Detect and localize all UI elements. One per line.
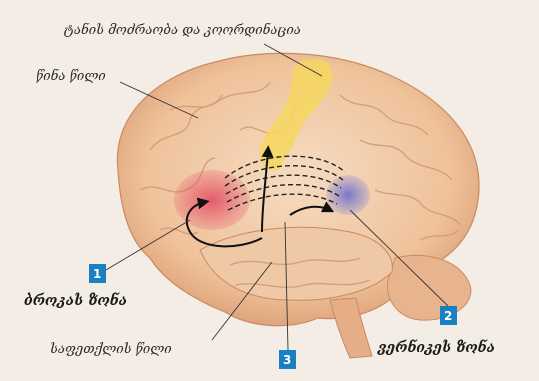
marker-broca-number: 1 (93, 267, 101, 281)
label-temporal: საფეთქლის წილი (50, 342, 172, 357)
marker-wernicke: 2 (440, 306, 457, 325)
marker-broca: 1 (89, 264, 106, 283)
label-motor: ტანის მოძრაობა და კოორდინაცია (64, 22, 301, 38)
label-frontal: წინა წილი (36, 68, 106, 84)
brain (117, 53, 479, 358)
marker-temporal: 3 (279, 350, 296, 369)
label-wernicke: ვერნიკეს ზონა (377, 339, 495, 356)
marker-wernicke-number: 2 (444, 309, 452, 323)
wernicke-area (326, 175, 370, 215)
broca-area (174, 170, 250, 230)
label-broca: ბროკას ზონა (24, 292, 127, 309)
marker-temporal-number: 3 (283, 353, 291, 367)
